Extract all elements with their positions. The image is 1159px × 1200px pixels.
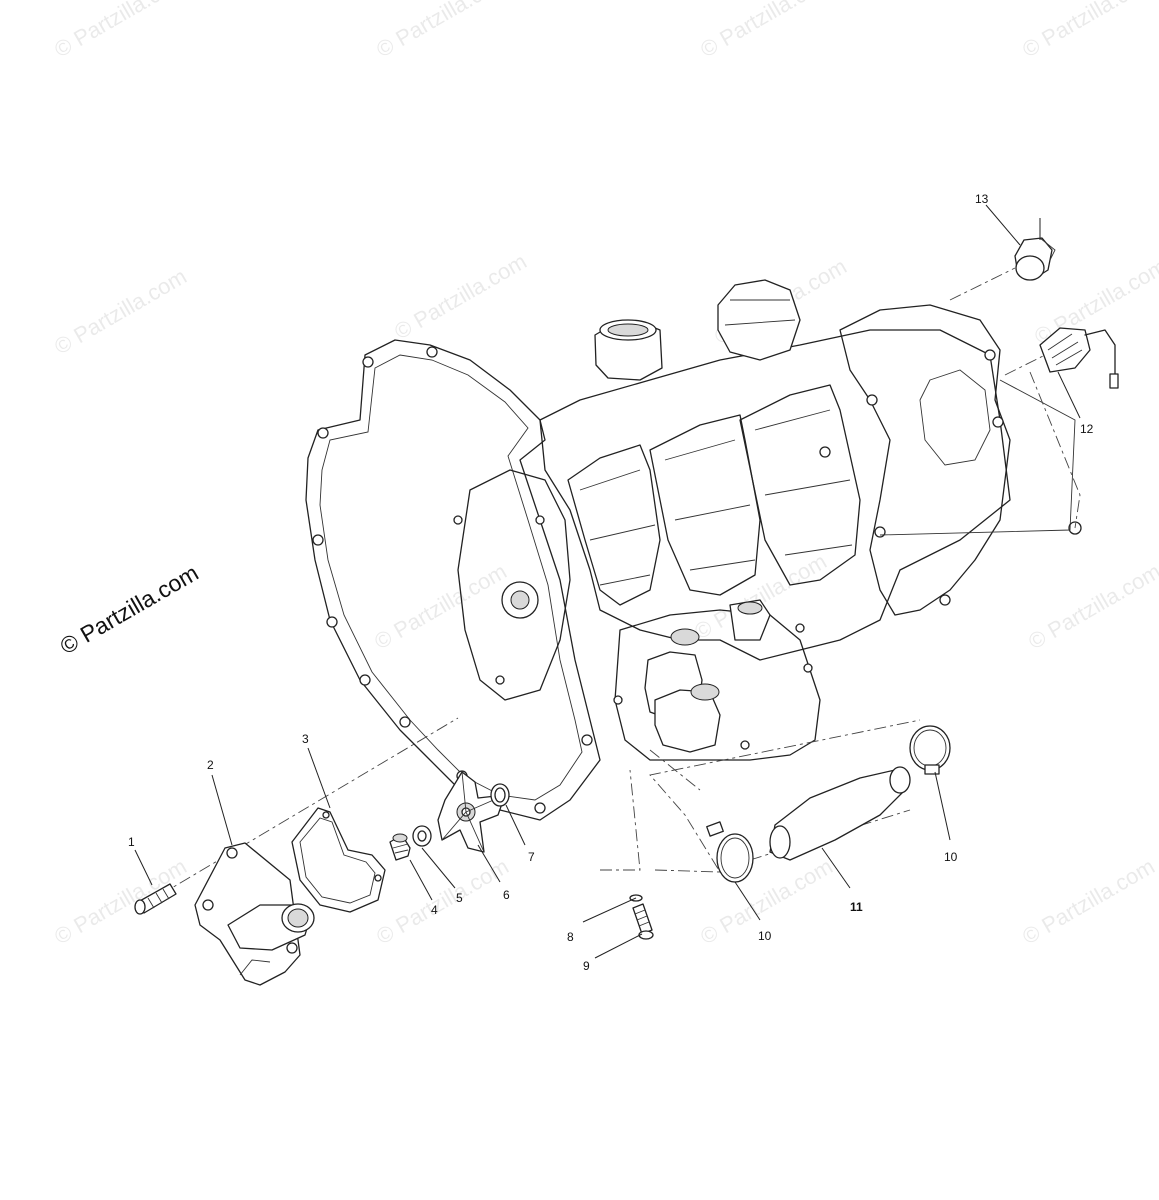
- callout-13: 13: [975, 192, 989, 206]
- callout-11: 11: [850, 900, 863, 914]
- watermark-tile: © Partzilla.com: [50, 0, 191, 62]
- part-1-bolt: [134, 883, 177, 915]
- watermark-tile: © Partzilla.com: [50, 854, 191, 950]
- callout-8: 8: [567, 930, 574, 944]
- part-9-bolt: [632, 903, 654, 940]
- watermark-tile: © Partzilla.com: [696, 0, 837, 62]
- callout-7: 7: [528, 850, 535, 864]
- callout-4: 4: [431, 903, 438, 917]
- callout-5: 5: [456, 891, 463, 905]
- callout-10-lower: 10: [758, 929, 772, 943]
- watermark-tile: © Partzilla.com: [1018, 854, 1159, 950]
- watermark-tiles: © Partzilla.com © Partzilla.com © Partzi…: [50, 0, 1159, 949]
- watermark-tile: © Partzilla.com: [1030, 254, 1159, 350]
- leader-lines: [134, 204, 1081, 959]
- centerlines: [159, 267, 1081, 896]
- bolt-bosses: [312, 346, 593, 814]
- callout-10-upper: 10: [944, 850, 958, 864]
- part-4-bushing: [389, 833, 411, 861]
- watermark-tile: © Partzilla.com: [370, 559, 511, 655]
- part-11-hose: [769, 766, 911, 861]
- part-5-washer: [412, 825, 432, 847]
- watermark-tile: © Partzilla.com: [50, 264, 191, 360]
- callout-9: 9: [583, 959, 590, 973]
- part-2-pump-cover: [194, 842, 315, 986]
- watermark-tile: © Partzilla.com: [372, 0, 513, 62]
- callout-1: 1: [128, 835, 135, 849]
- part-6-impeller: [437, 771, 506, 853]
- part-7-o-ring: [490, 783, 510, 807]
- watermark-tile: © Partzilla.com: [1018, 0, 1159, 62]
- part-12-temp-sensor: [1039, 327, 1119, 389]
- callout-3: 3: [302, 732, 309, 746]
- part-10-clamp-lower: [706, 821, 754, 883]
- watermark-main: © Partzilla.com: [56, 559, 203, 659]
- part-10-clamp-upper: [909, 725, 951, 775]
- callout-2: 2: [207, 758, 214, 772]
- watermark-tile: © Partzilla.com: [390, 249, 531, 345]
- callout-labels: 1 2 3 4 5 6 7 8 9 10 10 11 12 13: [128, 192, 1094, 973]
- callout-6: 6: [503, 888, 510, 902]
- part-13-thermostat: [1014, 237, 1056, 281]
- watermark-tile: © Partzilla.com: [1024, 559, 1159, 655]
- part-3-gasket: [291, 807, 386, 913]
- engine-crankcase: [305, 279, 1082, 821]
- callout-12: 12: [1080, 422, 1094, 436]
